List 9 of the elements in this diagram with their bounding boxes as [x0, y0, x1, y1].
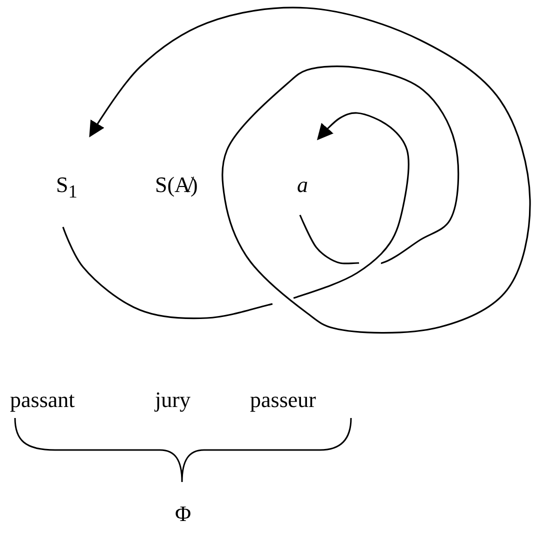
curved-arrow [62, 112, 410, 320]
curved-arrow [89, 6, 531, 334]
symbol-text: Φ [175, 503, 192, 525]
term-label: passant [10, 389, 75, 411]
term-label: jury [155, 389, 190, 411]
symbol-text: S(A̸) [155, 174, 198, 196]
symbol-text: a [297, 174, 308, 196]
symbol-text: S$_{1}$ [56, 174, 78, 201]
term-label: passeur [250, 389, 316, 411]
